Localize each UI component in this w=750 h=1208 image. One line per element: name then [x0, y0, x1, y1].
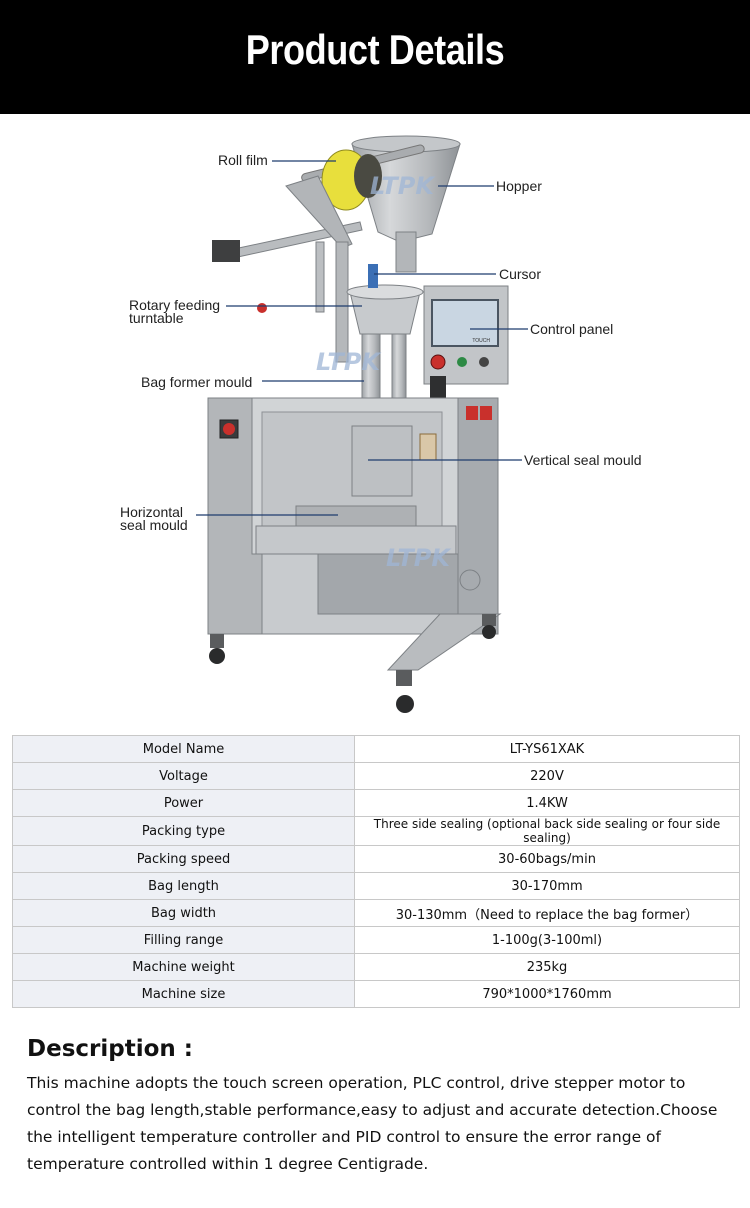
- encoder-box: [212, 240, 240, 262]
- side-port: [459, 569, 481, 591]
- base-opening: [317, 553, 459, 615]
- label-horizontal: Horizontal: [120, 504, 184, 520]
- caster-mount-front: [396, 670, 412, 686]
- horizontal-seal-bar: [295, 505, 417, 527]
- label-bag-former: Bag former mould: [141, 374, 253, 390]
- callout-lines: [196, 160, 528, 516]
- spec-value: 220V: [354, 762, 740, 790]
- machine-figure: TOUCH LTPK LTPK LTPK: [0, 114, 750, 726]
- caster-mount-right: [482, 614, 496, 626]
- label-vertical-seal: Vertical seal mould: [524, 452, 642, 468]
- turntable-top: [346, 284, 424, 300]
- spec-value: 790*1000*1760mm: [354, 980, 740, 1008]
- caster-front: [396, 695, 414, 713]
- indicator-2: [480, 406, 492, 420]
- spec-key: Filling range: [12, 926, 355, 954]
- indicator-1: [466, 406, 478, 420]
- label-cursor: Cursor: [499, 266, 542, 282]
- cabinet-right: [457, 397, 499, 635]
- watermark-top: LTPK: [370, 172, 436, 200]
- spec-value: 235kg: [354, 953, 740, 981]
- stop-button: [430, 354, 446, 370]
- caster-left: [209, 648, 225, 664]
- spec-key: Packing speed: [12, 845, 355, 873]
- spec-value: 30-60bags/min: [354, 845, 740, 873]
- description-title: Description :: [27, 1036, 193, 1062]
- film-arm: [285, 175, 353, 249]
- spec-key: Model Name: [12, 735, 355, 763]
- watermark-bottom: LTPK: [386, 544, 452, 572]
- caster-right: [482, 625, 496, 639]
- caster-mount-left: [210, 634, 224, 648]
- roll-film-core: [354, 154, 382, 198]
- panel-arm: [430, 376, 446, 404]
- watermark-middle: LTPK: [316, 348, 382, 376]
- label-control-panel: Control panel: [530, 321, 614, 337]
- warning-sticker: [419, 433, 437, 461]
- label-turntable: turntable: [129, 310, 184, 326]
- red-knob: [257, 303, 267, 313]
- spec-value: 30-170mm: [354, 872, 740, 900]
- page-title: Product Details: [245, 26, 505, 73]
- label-rotary-feeding: Rotary feeding: [129, 297, 221, 313]
- spec-value: 1-100g(3-100ml): [354, 926, 740, 954]
- switch-button: [479, 357, 489, 367]
- header-banner: Product Details: [0, 0, 750, 114]
- spec-value: Three side sealing (optional back side s…: [354, 816, 740, 846]
- spec-key: Bag width: [12, 899, 355, 927]
- spec-value: LT-YS61XAK: [354, 735, 740, 763]
- machine-illustration: TOUCH LTPK LTPK LTPK: [196, 135, 528, 713]
- spec-key: Machine size: [12, 980, 355, 1008]
- frame-post-left: [315, 241, 325, 313]
- spec-key: Bag length: [12, 872, 355, 900]
- spec-key: Packing type: [12, 816, 355, 846]
- front-leg: [386, 613, 502, 671]
- frame-post: [335, 241, 349, 363]
- spec-key: Voltage: [12, 762, 355, 790]
- hopper-neck: [395, 231, 417, 273]
- label-roll-film: Roll film: [218, 152, 268, 168]
- fan-center: [223, 423, 235, 435]
- vertical-seal-block: [351, 425, 413, 497]
- spec-key: Machine weight: [12, 953, 355, 981]
- spec-key: Power: [12, 789, 355, 817]
- start-button: [457, 357, 467, 367]
- spec-value: 1.4KW: [354, 789, 740, 817]
- lower-ledge: [255, 525, 457, 555]
- spec-value: 30-130mm（Need to replace the bag former）: [354, 899, 740, 927]
- panel-screen-text: TOUCH: [472, 338, 490, 344]
- label-hopper: Hopper: [496, 178, 542, 194]
- touch-screen: [431, 299, 499, 347]
- description-body: This machine adopts the touch screen ope…: [27, 1074, 718, 1173]
- cursor-part: [368, 264, 378, 288]
- label-seal-mould: seal mould: [120, 517, 188, 533]
